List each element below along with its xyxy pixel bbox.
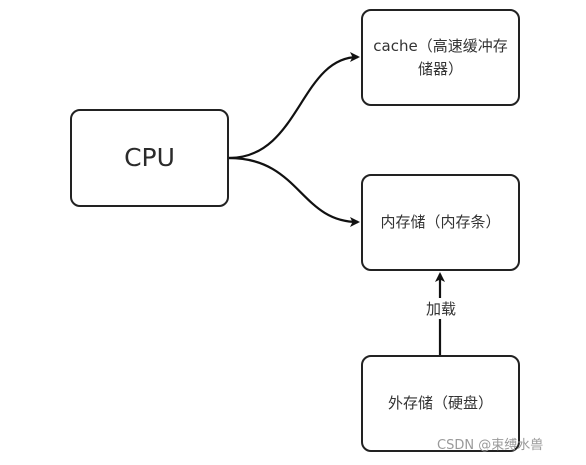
arrow-cpu-to-cache bbox=[228, 52, 360, 160]
memory-node-label: 内存储（内存条） bbox=[380, 213, 501, 232]
load-edge-label: 加载 bbox=[414, 298, 468, 319]
arrow-cpu-to-memory bbox=[228, 156, 360, 227]
cache-node: cache（高速缓冲存储器） bbox=[361, 9, 520, 106]
watermark: CSDN @束缚水兽 bbox=[437, 438, 544, 453]
cache-node-label: cache（高速缓冲存储器） bbox=[373, 37, 508, 78]
disk-node: 外存储（硬盘） bbox=[361, 355, 520, 452]
disk-node-label: 外存储（硬盘） bbox=[387, 394, 493, 413]
memory-node: 内存储（内存条） bbox=[361, 174, 520, 271]
cpu-node-label: CPU bbox=[124, 143, 175, 173]
cpu-node: CPU bbox=[70, 109, 229, 207]
